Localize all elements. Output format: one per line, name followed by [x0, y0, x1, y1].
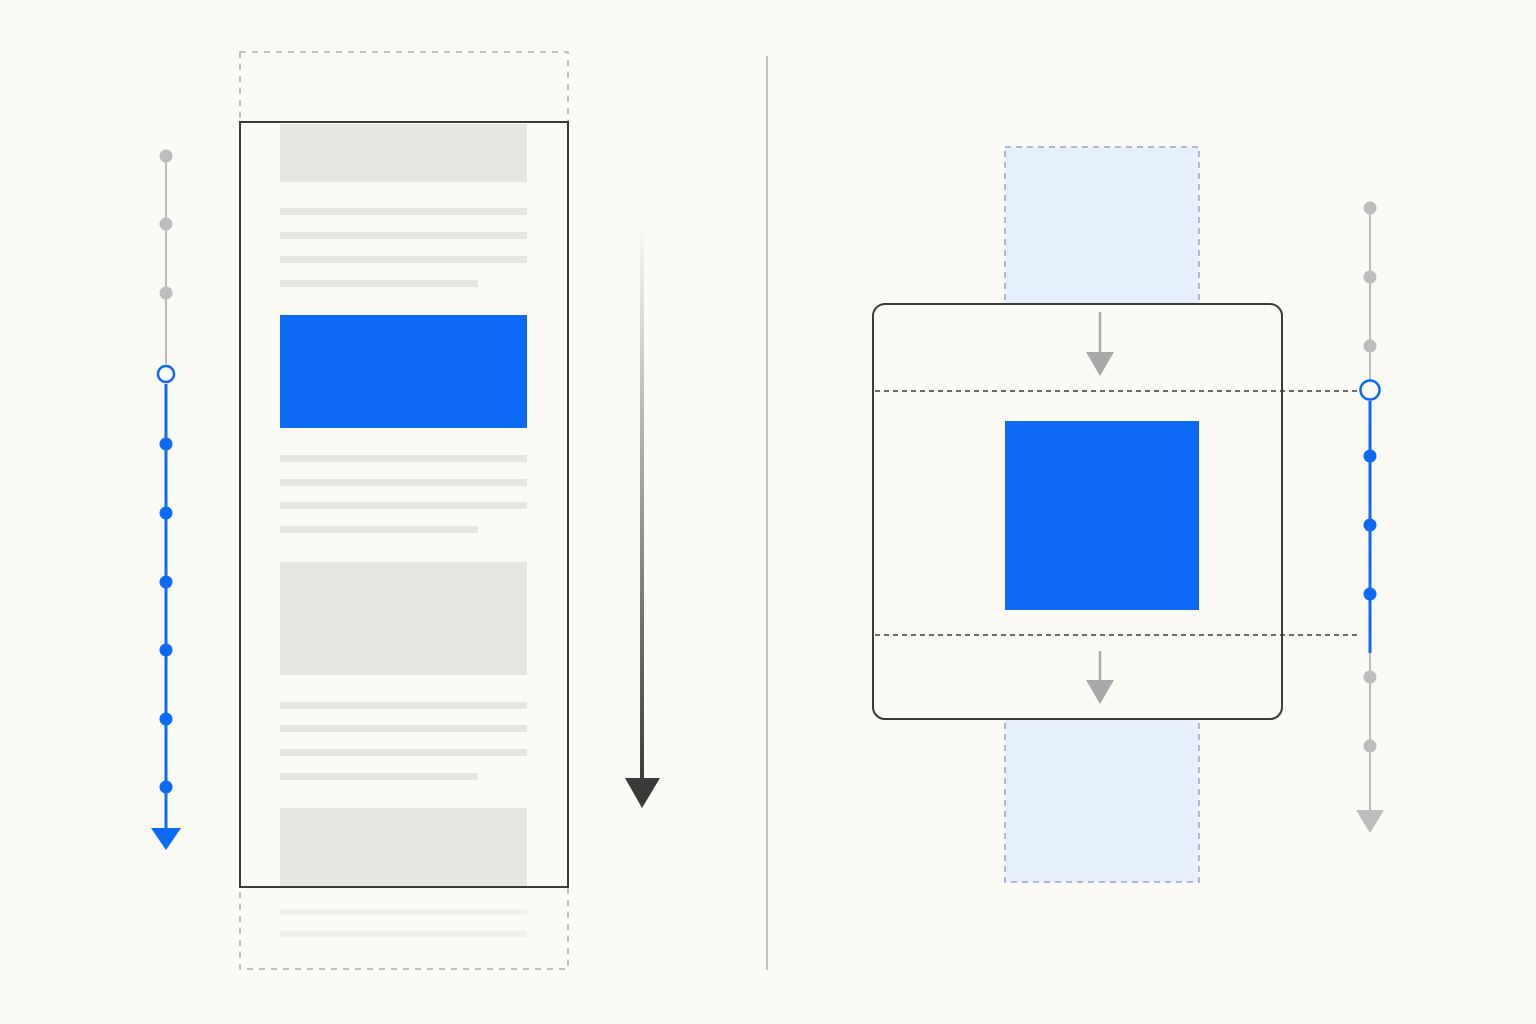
text-line — [280, 502, 527, 509]
progress-step-past — [159, 286, 173, 300]
image-placeholder — [280, 808, 527, 886]
progress-step — [1363, 449, 1377, 463]
scroll-down-arrow-icon — [1086, 312, 1114, 376]
right-panel — [872, 146, 1384, 883]
scroll-down-arrow-icon — [1086, 651, 1114, 704]
progress-step-past — [159, 149, 173, 163]
progress-track — [151, 149, 181, 850]
text-line — [280, 256, 527, 263]
progress-step-past — [1363, 201, 1377, 215]
scroll-direction-arrow-icon — [625, 225, 660, 808]
text-line — [280, 479, 527, 486]
offscreen-text-line — [280, 909, 527, 915]
progress-step — [159, 575, 173, 589]
progress-step-future — [1363, 739, 1377, 753]
progress-step — [159, 437, 173, 451]
highlighted-block — [280, 315, 527, 428]
progress-step — [1363, 587, 1377, 601]
text-line — [280, 749, 527, 756]
progress-step — [159, 506, 173, 520]
progress-current-marker — [156, 364, 176, 384]
progress-track-right — [1356, 201, 1384, 833]
progress-arrowhead-icon — [151, 828, 181, 850]
progress-step-future — [1363, 670, 1377, 684]
progress-step — [159, 643, 173, 657]
text-line — [280, 280, 478, 287]
text-line — [280, 232, 527, 239]
text-line — [280, 208, 527, 215]
progress-step — [1363, 518, 1377, 532]
progress-step — [159, 780, 173, 794]
text-line — [280, 773, 478, 780]
offscreen-text-line — [280, 931, 527, 937]
text-line — [280, 702, 527, 709]
focused-block — [1005, 421, 1199, 610]
progress-current-marker — [1359, 379, 1381, 401]
image-placeholder — [280, 124, 527, 182]
text-line — [280, 725, 527, 732]
progress-step — [159, 712, 173, 726]
text-line — [280, 526, 478, 533]
progress-arrowhead-icon — [1356, 810, 1384, 833]
progress-step-past — [159, 217, 173, 231]
offscreen-content — [280, 909, 527, 937]
left-panel — [151, 51, 660, 970]
image-placeholder — [280, 562, 527, 675]
text-line — [280, 455, 527, 462]
progress-step-past — [1363, 270, 1377, 284]
progress-step-past — [1363, 339, 1377, 353]
page-content — [280, 124, 527, 886]
